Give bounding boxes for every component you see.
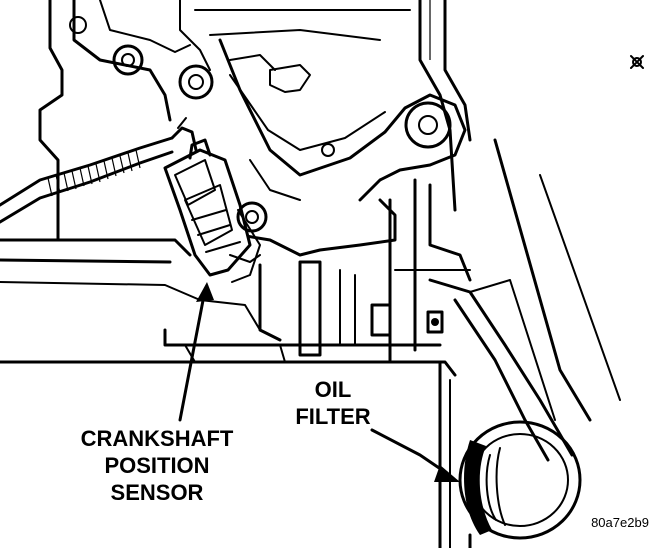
sensor-leader-arrow (178, 282, 214, 422)
crankshaft-label-line3: SENSOR (111, 480, 204, 505)
oil-filter-leader-arrow (370, 428, 460, 482)
figure-code: 80a7e2b9 (591, 515, 649, 530)
mounting-bracket (218, 38, 467, 202)
lower-block (0, 178, 472, 548)
crankshaft-label-line1: CRANKSHAFT (81, 426, 234, 451)
crankshaft-sensor (163, 138, 268, 283)
oil-filter (458, 420, 582, 548)
oil-filter-label-line2: FILTER (295, 404, 370, 429)
wire-harness (0, 117, 198, 224)
engine-block (38, 0, 644, 242)
diagonal-arm (428, 138, 621, 462)
crankshaft-label-line2: POSITION (104, 453, 209, 478)
oil-filter-label-line1: OIL (315, 377, 352, 402)
